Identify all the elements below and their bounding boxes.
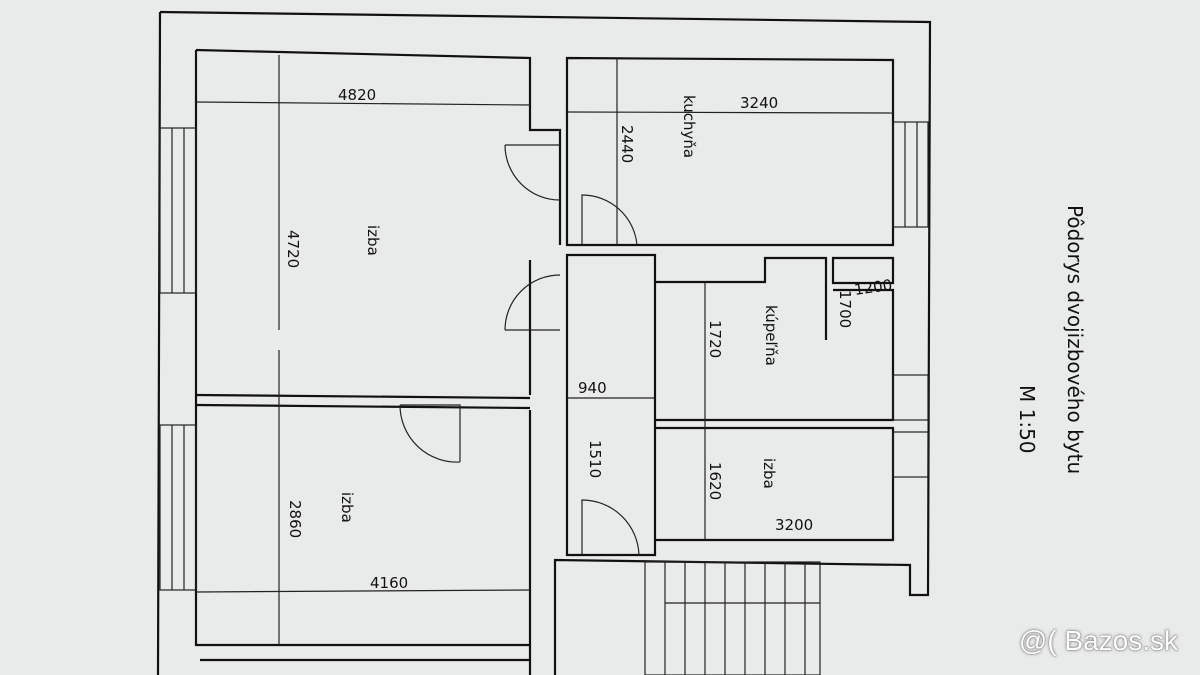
bedroom-width-label: 4160: [370, 574, 408, 592]
bedroom-depth-label: 2860: [286, 500, 304, 538]
wc-depth-label: 1700: [836, 290, 854, 328]
windows: [159, 121, 929, 591]
hall-depth-label: 1510: [586, 440, 604, 478]
plan-title: Pôdorys dvojizbového bytu: [1063, 205, 1087, 474]
small-room-label: izba: [760, 458, 778, 489]
small-room-width-label: 3200: [775, 516, 813, 534]
bedroom-label: izba: [338, 492, 356, 523]
living-depth-label: 4720: [284, 230, 302, 268]
bathroom-label: kúpeľňa: [762, 305, 780, 366]
dimension-lines: [195, 55, 894, 645]
kitchen-width-label: 3240: [740, 94, 778, 112]
doors: [399, 144, 640, 556]
watermark: @( Bazos.sk: [1018, 625, 1178, 656]
plan-scale: M 1:50: [1015, 385, 1039, 454]
living-room-label: izba: [364, 225, 382, 256]
living-width-label: 4820: [338, 86, 376, 104]
watermark-text: Bazos.sk: [1064, 625, 1178, 656]
hall-width-label: 940: [578, 379, 607, 397]
walls: [156, 10, 932, 675]
small-room-depth-label: 1620: [706, 462, 724, 500]
bathroom-depth-label: 1720: [706, 320, 724, 358]
kitchen-label: kuchyňa: [680, 95, 698, 158]
wc-width-label: 1200: [853, 276, 893, 299]
stairs: [644, 561, 821, 675]
kitchen-depth-label: 2440: [618, 125, 636, 163]
